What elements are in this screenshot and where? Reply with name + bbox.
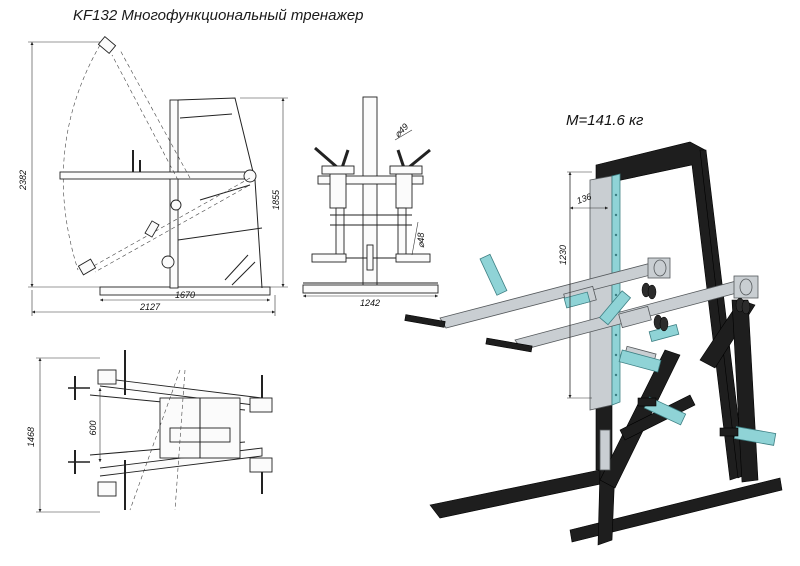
dim-handle-spacing: 600: [88, 420, 98, 435]
dim-overall-width: 1468: [26, 427, 36, 447]
dim-column-offset: 136: [575, 191, 593, 206]
side-main-post: [169, 99, 179, 289]
mass-label: M=141.6 кг: [566, 112, 644, 129]
side-arm-horizontal: [59, 171, 251, 180]
dim-tube-diameter: ⌀49: [392, 121, 410, 139]
dim-column-height: 1230: [558, 245, 568, 265]
iso-view: M=141.6 кг: [404, 112, 783, 546]
front-base: [302, 284, 439, 294]
dim-base-length: 1670: [175, 290, 195, 300]
front-view: ⌀49 ⌀48 1242: [302, 96, 439, 308]
dim-height-total: 2382: [18, 170, 28, 191]
dim-overall-length: 2127: [139, 302, 161, 312]
swing-arc: [62, 44, 101, 271]
dim-height-frame: 1855: [271, 189, 281, 210]
top-view: 1468 600: [26, 350, 273, 513]
iso-grip-upper: [479, 253, 508, 296]
dim-peg-diameter: ⌀48: [416, 233, 426, 248]
side-base: [99, 286, 271, 296]
iso-base-front: [429, 469, 611, 519]
drawing-title: KF132 Многофункциональный тренажер: [73, 7, 364, 24]
dim-base-width: 1242: [360, 298, 380, 308]
side-view: 2382 1855 1670 2127: [18, 36, 288, 316]
